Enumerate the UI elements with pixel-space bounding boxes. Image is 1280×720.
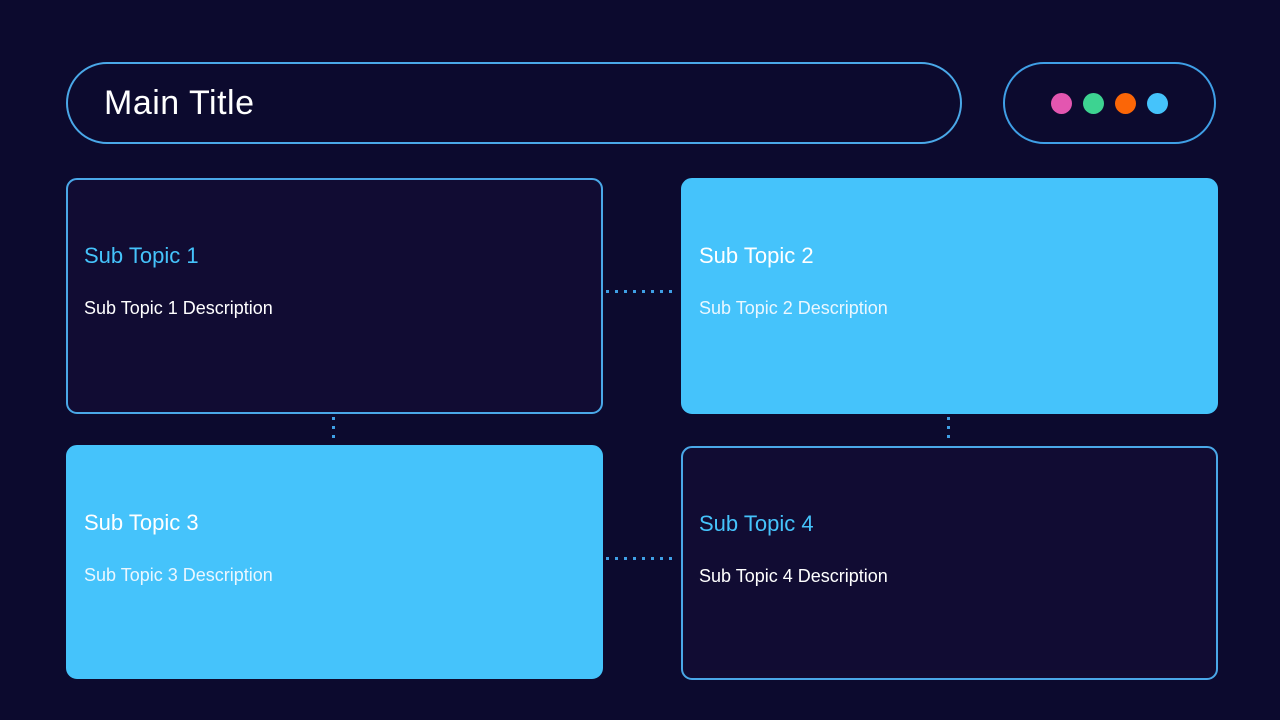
dot-green-icon <box>1083 92 1104 114</box>
dot-orange-icon <box>1115 92 1136 114</box>
legend-dots-bar[interactable] <box>1003 62 1216 144</box>
dot-blue-icon <box>1147 92 1168 114</box>
connector-card1-card3 <box>332 417 335 443</box>
card-description: Sub Topic 3 Description <box>84 565 273 585</box>
card-description: Sub Topic 2 Description <box>699 298 888 318</box>
page-title: Main Title <box>104 84 255 122</box>
card-title: Sub Topic 3 <box>84 510 199 535</box>
card-sub-topic-1[interactable]: Sub Topic 1 Sub Topic 1 Description <box>66 178 603 414</box>
connector-card2-card4 <box>947 417 950 443</box>
card-title: Sub Topic 2 <box>699 243 814 268</box>
connector-card1-card2 <box>606 290 678 293</box>
card-description: Sub Topic 1 Description <box>84 298 273 318</box>
dot-pink-icon <box>1051 92 1072 114</box>
connector-card3-card4 <box>606 557 678 560</box>
card-sub-topic-3[interactable]: Sub Topic 3 Sub Topic 3 Description <box>66 445 603 679</box>
card-title: Sub Topic 1 <box>84 243 199 268</box>
card-sub-topic-2[interactable]: Sub Topic 2 Sub Topic 2 Description <box>681 178 1218 414</box>
card-description: Sub Topic 4 Description <box>699 566 888 586</box>
card-sub-topic-4[interactable]: Sub Topic 4 Sub Topic 4 Description <box>681 446 1218 680</box>
card-title: Sub Topic 4 <box>699 511 814 536</box>
main-title-bar[interactable]: Main Title <box>66 62 962 144</box>
